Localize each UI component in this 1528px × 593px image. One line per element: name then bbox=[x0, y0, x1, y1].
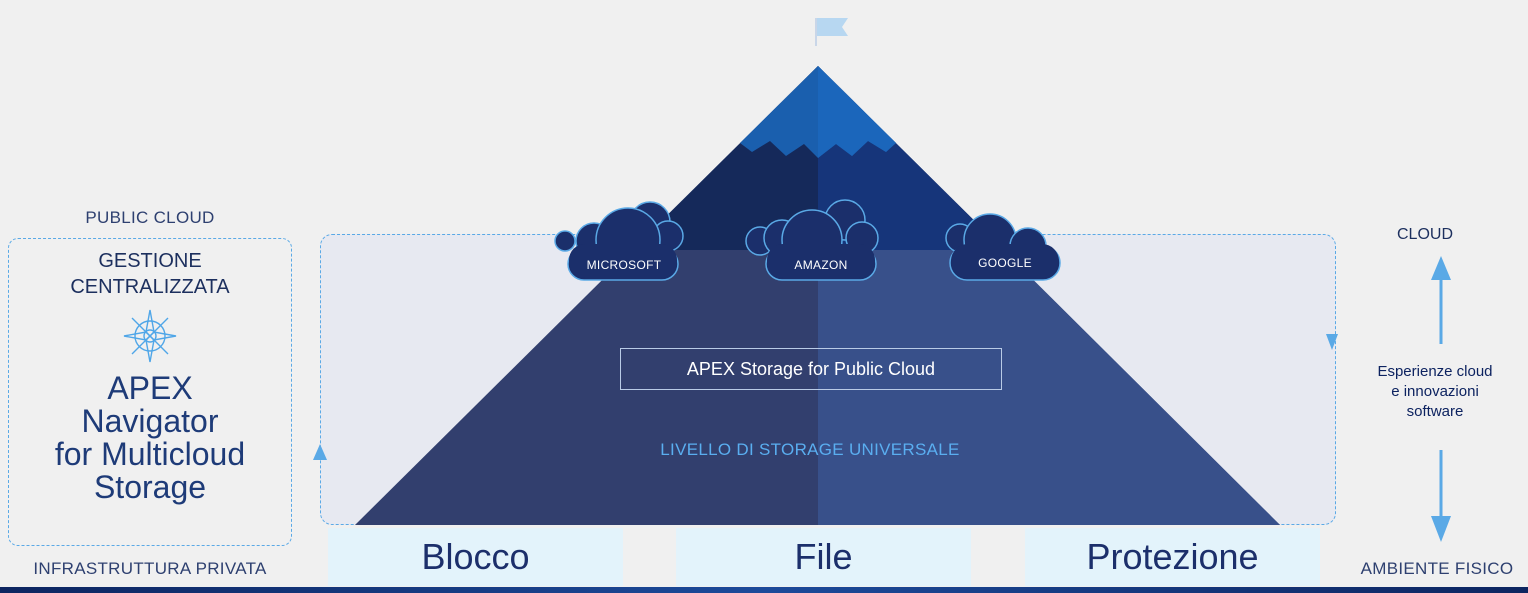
up-arrow-icon bbox=[313, 444, 327, 460]
tile-file: File bbox=[676, 528, 971, 586]
tile-file-label: File bbox=[794, 536, 853, 577]
product-line-2: Navigator bbox=[81, 403, 219, 439]
apex-navigator-title: APEX Navigator for Multicloud Storage bbox=[8, 372, 292, 504]
physical-environment-label: AMBIENTE FISICO bbox=[1360, 559, 1514, 578]
microsoft-cloud-icon bbox=[554, 201, 684, 281]
apex-storage-label: APEX Storage for Public Cloud bbox=[686, 358, 936, 379]
google-label: GOOGLE bbox=[978, 256, 1032, 270]
tile-protection-label: Protezione bbox=[1086, 536, 1259, 577]
tile-block-label: Blocco bbox=[421, 536, 530, 577]
tile-block: Blocco bbox=[328, 528, 623, 586]
right-mid-line-3: software bbox=[1406, 403, 1464, 420]
heading-line-1: GESTIONE bbox=[98, 250, 202, 272]
cloud-experiences-text: Esperienze cloud e innovazioni software bbox=[1346, 362, 1524, 422]
centralized-management-heading: GESTIONE CENTRALIZZATA bbox=[8, 248, 292, 300]
heading-line-2: CENTRALIZZATA bbox=[70, 276, 230, 298]
amazon-cloud-icon bbox=[745, 199, 879, 281]
flag-icon bbox=[815, 18, 848, 46]
universal-storage-layer-label: LIVELLO DI STORAGE UNIVERSALE bbox=[660, 440, 960, 459]
management-panel-border bbox=[8, 238, 292, 546]
apex-storage-public-cloud-box: APEX Storage for Public Cloud bbox=[620, 348, 1002, 390]
private-infrastructure-label: INFRASTRUTTURA PRIVATA bbox=[33, 559, 267, 578]
arrow-up-icon bbox=[1431, 256, 1451, 280]
product-line-3: for Multicloud bbox=[54, 436, 246, 472]
amazon-label: AMAZON bbox=[794, 258, 848, 272]
vertical-arrows bbox=[1431, 256, 1451, 542]
bottom-accent-bar bbox=[0, 587, 1528, 593]
microsoft-label: MICROSOFT bbox=[586, 258, 662, 272]
cloud-label: CLOUD bbox=[1396, 226, 1453, 243]
down-arrow-icon bbox=[1326, 334, 1338, 350]
product-line-1: APEX bbox=[107, 370, 193, 406]
right-mid-line-2: e innovazioni bbox=[1391, 383, 1479, 400]
google-cloud-icon bbox=[945, 213, 1061, 281]
right-mid-line-1: Esperienze cloud bbox=[1377, 363, 1493, 380]
tile-protection: Protezione bbox=[1025, 528, 1320, 586]
arrow-down-icon bbox=[1431, 516, 1451, 542]
public-cloud-label: PUBLIC CLOUD bbox=[85, 208, 215, 227]
product-line-4: Storage bbox=[93, 469, 207, 505]
compass-icon bbox=[123, 309, 177, 363]
